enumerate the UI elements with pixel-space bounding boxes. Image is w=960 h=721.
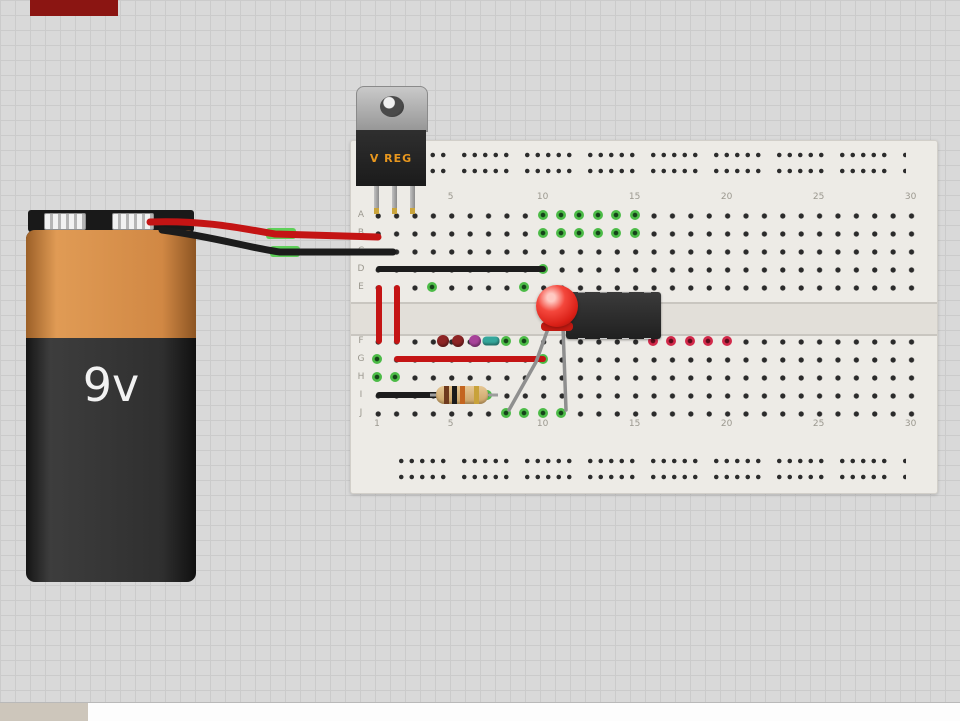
- led-bulb: [536, 285, 578, 327]
- hole-highlight-green[interactable]: [537, 210, 548, 220]
- hole-highlight-green[interactable]: [592, 210, 603, 220]
- row-letter: I: [359, 390, 363, 400]
- hole-highlight-red[interactable]: [684, 336, 695, 346]
- row-letter: H: [357, 372, 365, 382]
- hole-highlight-green[interactable]: [519, 282, 530, 292]
- row-letter: G: [357, 354, 365, 364]
- voltage-regulator[interactable]: V REG: [356, 86, 428, 214]
- regulator-leg-1: [374, 186, 379, 214]
- battery-orange-band: [26, 230, 196, 338]
- hole-highlight-green[interactable]: [500, 408, 511, 418]
- power-rail-top[interactable]: [396, 147, 906, 179]
- regulator-leg-3: [410, 186, 415, 214]
- column-number: 20: [720, 419, 733, 429]
- ic-pin: [600, 292, 607, 293]
- row-letter: J: [359, 408, 363, 418]
- led-left-leg[interactable]: [507, 324, 551, 412]
- hole-highlight-red[interactable]: [703, 336, 714, 346]
- resistor-band: [460, 386, 465, 404]
- ic-pin: [600, 338, 607, 339]
- row-letter: A: [357, 210, 365, 220]
- hole-highlight-red[interactable]: [721, 336, 732, 346]
- hole-highlight-green[interactable]: [629, 228, 640, 238]
- led-right-leg[interactable]: [561, 325, 568, 412]
- battery-negative-wire[interactable]: [158, 226, 397, 256]
- regulator-leg-2: [392, 186, 397, 214]
- bead-teal[interactable]: [482, 336, 500, 346]
- hole-highlight-green[interactable]: [519, 408, 530, 418]
- power-rail-bottom[interactable]: [396, 453, 906, 485]
- bottom-bar: [0, 702, 960, 721]
- column-number: 30: [904, 192, 917, 202]
- ic-pin: [578, 338, 585, 339]
- column-number: 15: [628, 419, 641, 429]
- hole-highlight-green[interactable]: [537, 228, 548, 238]
- hole-highlight-green[interactable]: [592, 228, 603, 238]
- column-number: 5: [447, 192, 454, 202]
- hole-highlight-green[interactable]: [611, 228, 622, 238]
- battery-body[interactable]: 9v: [26, 230, 196, 582]
- column-number: 15: [628, 192, 641, 202]
- hole-highlight-green[interactable]: [556, 228, 566, 238]
- hole-highlight-green[interactable]: [390, 372, 401, 382]
- hole-highlight-green[interactable]: [427, 282, 438, 292]
- hole-highlight-green[interactable]: [611, 210, 622, 220]
- resistor-band: [444, 386, 449, 404]
- column-number: 25: [812, 192, 825, 202]
- hole-highlight-green[interactable]: [500, 336, 511, 346]
- column-number: 20: [720, 192, 733, 202]
- hole-highlight-green[interactable]: [629, 210, 640, 220]
- column-number: 30: [904, 419, 917, 429]
- hole-highlight-green[interactable]: [537, 408, 548, 418]
- column-number: 10: [536, 192, 549, 202]
- regulator-body: V REG: [356, 130, 426, 186]
- resistor-band: [452, 386, 457, 404]
- column-number: 25: [812, 419, 825, 429]
- column-number: 1: [374, 419, 380, 429]
- row-letter: B: [357, 228, 365, 238]
- hole-highlight-green[interactable]: [556, 210, 566, 220]
- bead-dark-red-2[interactable]: [451, 335, 464, 347]
- bead-magenta[interactable]: [468, 335, 481, 347]
- hole-highlight-green[interactable]: [372, 354, 382, 364]
- header-accent-bar: [30, 0, 118, 16]
- terminal-block-f-j[interactable]: [369, 333, 921, 423]
- hole-highlight-red[interactable]: [666, 336, 677, 346]
- ic-pin: [622, 292, 629, 293]
- hole-highlight-green[interactable]: [519, 336, 530, 346]
- regulator-label: V REG: [369, 151, 413, 165]
- battery-cap: [28, 210, 194, 232]
- terminal-block-a-e[interactable]: [369, 207, 921, 297]
- row-letter: D: [357, 264, 365, 274]
- row-letter: E: [358, 282, 364, 292]
- battery-negative-terminal[interactable]: [44, 213, 86, 230]
- ic-pin: [644, 292, 651, 293]
- ic-pin: [578, 292, 585, 293]
- hole-highlight-green[interactable]: [372, 372, 382, 382]
- ic-chip[interactable]: [566, 292, 661, 339]
- bead-dark-red-1[interactable]: [437, 335, 450, 347]
- battery-voltage-label: 9v: [82, 358, 140, 412]
- battery-positive-wire[interactable]: [146, 218, 382, 241]
- row-letter: F: [358, 336, 364, 346]
- ic-pin: [644, 338, 651, 339]
- bottom-left-block: [0, 703, 88, 721]
- led-red[interactable]: [536, 285, 578, 331]
- hole-highlight-green[interactable]: [574, 210, 585, 220]
- hole-highlight-green[interactable]: [556, 408, 566, 418]
- ic-pin: [622, 338, 629, 339]
- resistor-band: [474, 386, 479, 404]
- hole-highlight-red[interactable]: [648, 336, 658, 346]
- battery-9v[interactable]: 9v: [26, 210, 196, 582]
- regulator-mount-hole: [380, 96, 404, 117]
- column-number: 5: [447, 419, 454, 429]
- resistor[interactable]: [436, 386, 488, 404]
- regulator-heatsink-tab: [356, 86, 428, 132]
- hole-highlight-green[interactable]: [574, 228, 585, 238]
- column-number: 10: [536, 419, 549, 429]
